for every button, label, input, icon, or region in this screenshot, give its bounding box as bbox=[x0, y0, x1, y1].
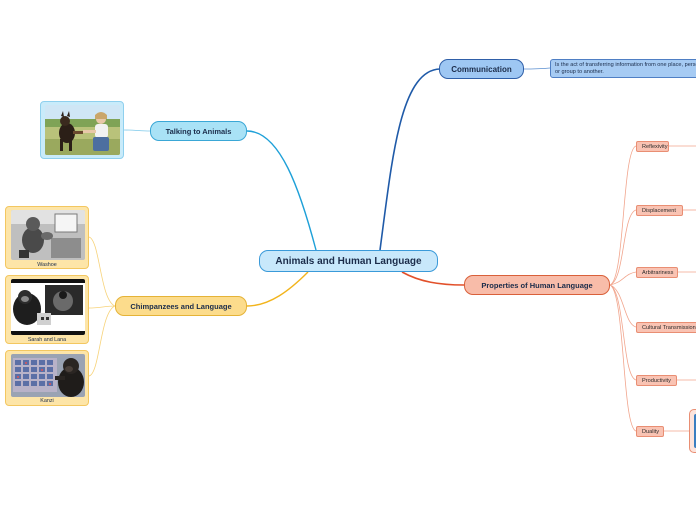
sarah-lana-image bbox=[11, 279, 85, 335]
link-reflexivity bbox=[610, 146, 636, 285]
communication-note[interactable]: Is the act of transferring information f… bbox=[550, 59, 696, 78]
link-properties bbox=[402, 272, 464, 285]
link-kanzi bbox=[89, 306, 115, 376]
link-productivity bbox=[610, 285, 636, 380]
link-arbitrariness bbox=[610, 272, 636, 285]
talking-image-card[interactable] bbox=[40, 101, 124, 159]
kanzi-image bbox=[11, 354, 85, 397]
link-talking bbox=[247, 131, 316, 250]
chimpanzees-node[interactable]: Chimpanzees and Language bbox=[115, 296, 247, 316]
washoe-caption: Washoe bbox=[6, 262, 88, 268]
property-reflexivity[interactable]: Reflexivity bbox=[636, 141, 669, 152]
property-displacement[interactable]: Displacement bbox=[636, 205, 683, 216]
kanzi-caption: Kanzi bbox=[6, 398, 88, 404]
property-arbitrariness[interactable]: Arbitrariness bbox=[636, 267, 678, 278]
property-productivity[interactable]: Productivity bbox=[636, 375, 677, 386]
washoe-card[interactable]: Washoe bbox=[5, 206, 89, 269]
properties-node[interactable]: Properties of Human Language bbox=[464, 275, 610, 295]
link-talking-image bbox=[124, 130, 150, 131]
link-sarah-lana bbox=[89, 306, 115, 308]
talking-to-animals-node[interactable]: Talking to Animals bbox=[150, 121, 247, 141]
link-chimpanzees bbox=[247, 272, 308, 306]
washoe-image bbox=[11, 210, 85, 260]
property-cultural-transmission[interactable]: Cultural Transmission bbox=[636, 322, 696, 333]
central-topic[interactable]: Animals and Human Language bbox=[259, 250, 438, 272]
property-duality[interactable]: Duality bbox=[636, 426, 664, 437]
sarah-lana-card[interactable]: Sarah and Lana bbox=[5, 275, 89, 344]
sarah-lana-caption: Sarah and Lana bbox=[6, 337, 88, 343]
link-washoe bbox=[89, 237, 115, 306]
link-communication-note bbox=[524, 68, 550, 69]
link-duality bbox=[610, 285, 636, 431]
communication-node[interactable]: Communication bbox=[439, 59, 524, 79]
kanzi-card[interactable]: Kanzi bbox=[5, 350, 89, 406]
duality-detail-card[interactable] bbox=[689, 409, 696, 453]
link-communication bbox=[380, 69, 440, 250]
dog-handshake-image bbox=[45, 105, 120, 155]
